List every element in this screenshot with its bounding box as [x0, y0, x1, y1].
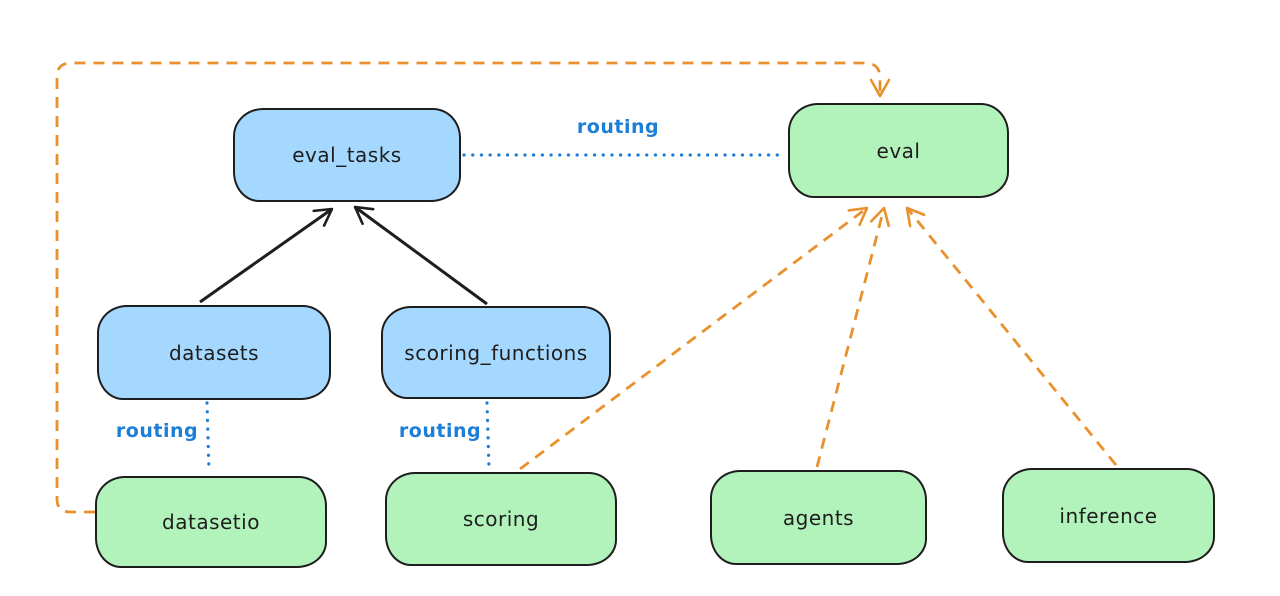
node-eval-tasks-label: eval_tasks	[292, 143, 402, 167]
node-eval-tasks: eval_tasks	[233, 108, 461, 202]
edge-label-routing-eval-tasks-eval: routing	[576, 116, 660, 138]
edge-datasets-to-datasetio-routing	[205, 401, 211, 474]
edge-scoring_functions-to-eval_tasks	[353, 205, 488, 306]
edge-datasetio-to-eval	[55, 61, 891, 514]
edge-scoring-to-eval	[519, 206, 869, 471]
node-datasets-label: datasets	[168, 340, 260, 365]
node-agents-label: agents	[782, 505, 855, 530]
edge-datasets-to-eval_tasks	[199, 207, 334, 304]
node-scoring-functions: scoring_functions	[381, 306, 611, 399]
node-inference-label: inference	[1059, 503, 1158, 528]
node-scoring-label: scoring	[462, 507, 540, 531]
node-inference: inference	[1002, 468, 1215, 563]
node-scoring-functions-label: scoring_functions	[404, 340, 588, 365]
node-eval-label: eval	[876, 138, 921, 163]
node-datasetio-label: datasetio	[162, 510, 260, 534]
edge-label-routing-scoring-functions-scoring: routing	[398, 420, 482, 442]
edge-label-routing-datasets-datasetio: routing	[115, 420, 199, 442]
node-datasetio: datasetio	[95, 476, 327, 568]
edge-agents-to-eval	[815, 206, 891, 468]
node-datasets: datasets	[97, 305, 331, 400]
node-scoring: scoring	[385, 472, 617, 566]
edge-inference-to-eval	[905, 206, 1118, 466]
node-eval: eval	[788, 103, 1009, 198]
node-agents: agents	[710, 470, 927, 565]
